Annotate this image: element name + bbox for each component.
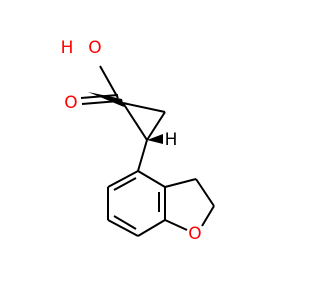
- stereo-wedge-carboxyl: [88, 92, 124, 107]
- molecule-structure-diagram: H O O H O: [61, 38, 215, 244]
- bond-cyclopropane-c1-c3: [122, 102, 166, 113]
- bond-furan-c3a-c3: [164, 178, 197, 188]
- bond-aromatic-inner-b: [113, 215, 137, 230]
- atom-label-layer: H O O H O: [61, 38, 202, 244]
- bond-furan-oxygen-c7a: [164, 219, 188, 231]
- ring-oxygen-label: O: [188, 224, 201, 244]
- bond-cyclopropane-c3-c2: [146, 111, 166, 141]
- bond-ring-c7-c6: [107, 170, 139, 188]
- hydroxyl-hydrogen-label: H: [61, 38, 74, 58]
- molecule-canvas: H O O H O: [60, 38, 215, 244]
- bond-aromatic-inner-a: [113, 177, 137, 191]
- bond-cooh-to-hydroxyl-oxygen: [99, 65, 119, 99]
- hydroxyl-oxygen-label: O: [88, 38, 101, 58]
- stereo-hydrogen-label: H: [165, 130, 178, 150]
- stereo-wedge-hydrogen: [147, 134, 163, 144]
- bond-layer: [80, 65, 215, 237]
- bond-furan-c2-oxygen: [201, 205, 215, 227]
- bond-ring-c3a-c7: [137, 170, 166, 188]
- carbonyl-oxygen-label: O: [64, 93, 77, 113]
- bond-furan-c3-c2: [195, 178, 215, 207]
- bond-ring-c4-c7a: [137, 219, 166, 237]
- bond-aryl-attachment: [137, 139, 148, 172]
- stereo-wedge-layer: [88, 92, 163, 144]
- bond-cyclopropane-c1-c2: [122, 102, 148, 141]
- bond-ring-c5-c4: [107, 219, 139, 237]
